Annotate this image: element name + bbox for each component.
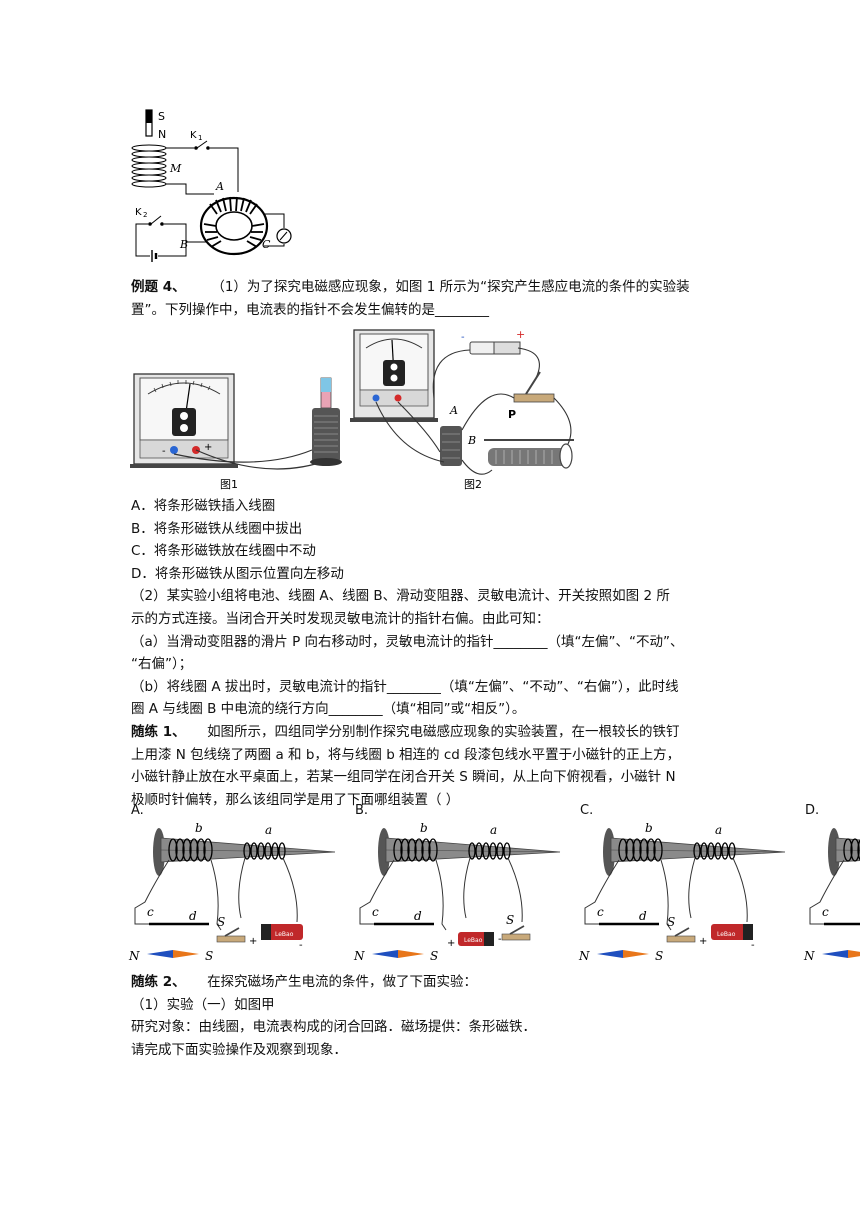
fig2-coil-a-b: A B <box>440 404 476 466</box>
svg-text:LeBao: LeBao <box>717 931 736 938</box>
option-d: D．将条形磁铁从图示位置向左移动 <box>131 565 344 582</box>
diagram-a: S LeBao + - <box>126 819 337 965</box>
option-letter-d: D. <box>805 803 820 818</box>
practice1-nail-diagrams: b a c d N S S LeBao + - <box>126 819 860 965</box>
diagram-b-switch: S <box>501 913 531 941</box>
label-s: S <box>158 110 165 123</box>
diagram-b: LeBao + - S <box>351 819 562 965</box>
svg-text:S: S <box>217 915 225 929</box>
diagram-d <box>801 819 860 965</box>
label-k2-sub: 2 <box>143 211 147 219</box>
svg-text:-: - <box>498 934 502 945</box>
example4-part2a-line1: （a）当滑动变阻器的滑片 P 向右移动时，灵敏电流计的指针________（填“… <box>131 633 684 650</box>
fig2-caption: 图2 <box>464 478 482 491</box>
example4-part2b-line2: 圈 A 与线圈 B 中电流的绕行方向________（填“相同”或“相反”）。 <box>131 701 526 718</box>
fig1-galvanometer: - + <box>130 373 238 468</box>
label-k1: K <box>190 130 197 141</box>
label-a: A <box>215 180 224 193</box>
example4-part2a-line2: “右偏”）； <box>131 656 193 673</box>
fig2-label-p: P <box>508 408 516 421</box>
example4-part2b-line1: （b）将线圈 A 拔出时，灵敏电流计的指针________（填“左偏”、“不动”… <box>131 678 679 695</box>
figure-galvanometer-setups: - + 图1 <box>130 328 574 491</box>
coil-m <box>131 144 167 188</box>
practice2-line3: 研究对象：由线圈，电流表构成的闭合回路．磁场提供：条形磁铁． <box>131 1019 536 1036</box>
practice2-line1: 在探究磁场产生电流的条件，做了下面实验： <box>207 974 478 990</box>
fig2-rheostat <box>484 439 574 469</box>
svg-text:LeBao: LeBao <box>464 937 483 944</box>
option-letter-a: A. <box>131 803 144 818</box>
practice1-line2: 上用漆 N 包线绕了两圈 a 和 b，将与线圈 b 相连的 cd 段漆包线水平置… <box>131 746 681 763</box>
fig2-battery: - + <box>461 328 525 355</box>
practice2-heading: 随练 2、 <box>131 974 186 990</box>
label-m: M <box>169 162 182 175</box>
practice1-line4: 极顺时针偏转，那么该组同学是用了下面哪组装置（ ） <box>131 791 460 808</box>
label-k2: K <box>135 207 142 218</box>
practice1-line3: 小磁针静止放在水平桌面上，若某一组同学在闭合开关 S 瞬间，从上向下俯视看，小磁… <box>131 769 676 786</box>
fig1-caption: 图1 <box>220 478 238 491</box>
option-b: B．将条形磁铁从线圈中拔出 <box>131 520 303 537</box>
practice1-line1: 如图所示，四组同学分别制作探究电磁感应现象的实验装置，在一根较长的铁钉 <box>207 723 680 740</box>
fig2-label-a: A <box>449 404 458 417</box>
svg-text:-: - <box>299 940 303 951</box>
svg-text:S: S <box>506 913 514 927</box>
example4-part1-line2: 置”。下列操作中，电流表的指针不会发生偏转的是________ <box>131 301 489 318</box>
option-letter-b: B. <box>355 803 369 818</box>
example4-part1-line1: （1）为了探究电磁感应现象，如图 1 所示为“探究产生感应电流的条件的实验装 <box>211 279 690 295</box>
practice2: 随练 2、 在探究磁场产生电流的条件，做了下面实验： （1）实验（一）如图甲 研… <box>131 971 731 1061</box>
label-k1-sub: 1 <box>198 134 202 142</box>
label-n: N <box>158 128 166 141</box>
fig1-plus: + <box>204 442 212 453</box>
example4-options-and-part2: A．将条形磁铁插入线圈 B．将条形磁铁从线圈中拔出 C．将条形磁铁放在线圈中不动… <box>131 495 731 811</box>
diagram-b-battery: LeBao + - <box>447 932 502 949</box>
svg-text:-: - <box>751 940 755 951</box>
fig1-coil-and-magnet <box>310 377 342 466</box>
figure-magnet-ring-circuit: S N M K 1 A <box>131 109 292 262</box>
practice1-heading: 随练 1、 <box>131 723 186 740</box>
ring-windings <box>203 196 265 248</box>
fig2-galvanometer <box>350 329 438 422</box>
practice2-line2: （1）实验（一）如图甲 <box>131 996 275 1013</box>
svg-text:+: + <box>699 936 707 947</box>
example4-part2-line1: （2）某实验小组将电池、线圈 A、线圈 B、滑动变阻器、灵敏电流计、开关按照如图… <box>131 588 670 605</box>
example4-part1: 例题 4、 （1）为了探究电磁感应现象，如图 1 所示为“探究产生感应电流的条件… <box>131 276 731 321</box>
svg-text:S: S <box>667 915 675 929</box>
diagram-c: S LeBao + - <box>576 819 787 965</box>
fig2-switch: P <box>508 371 555 421</box>
label-c: C <box>262 238 271 251</box>
option-letter-c: C. <box>580 803 594 818</box>
svg-text:LeBao: LeBao <box>275 931 294 938</box>
fig2-label-b: B <box>467 434 476 447</box>
option-c: C．将条形磁铁放在线圈中不动 <box>131 543 316 560</box>
svg-text:+: + <box>447 938 455 949</box>
diagram-a-battery: LeBao + - <box>249 924 303 951</box>
fig1-minus: - <box>162 446 166 457</box>
label-b: B <box>179 238 188 251</box>
fig2-minus: - <box>461 332 465 343</box>
fig2-plus: + <box>516 328 525 341</box>
example4-part2-line2: 示的方式连接。当闭合开关时发现灵敏电流计的指针右偏。由此可知： <box>131 610 550 627</box>
diagram-a-switch: S <box>216 915 246 943</box>
diagram-c-switch: S <box>666 915 696 943</box>
example4-heading: 例题 4、 <box>131 279 186 295</box>
diagram-c-battery: LeBao + - <box>699 924 755 951</box>
ring-core <box>199 196 269 256</box>
practice2-line4: 请完成下面实验操作及观察到现象． <box>131 1041 347 1058</box>
svg-text:+: + <box>249 936 257 947</box>
option-a: A．将条形磁铁插入线圈 <box>131 498 276 514</box>
